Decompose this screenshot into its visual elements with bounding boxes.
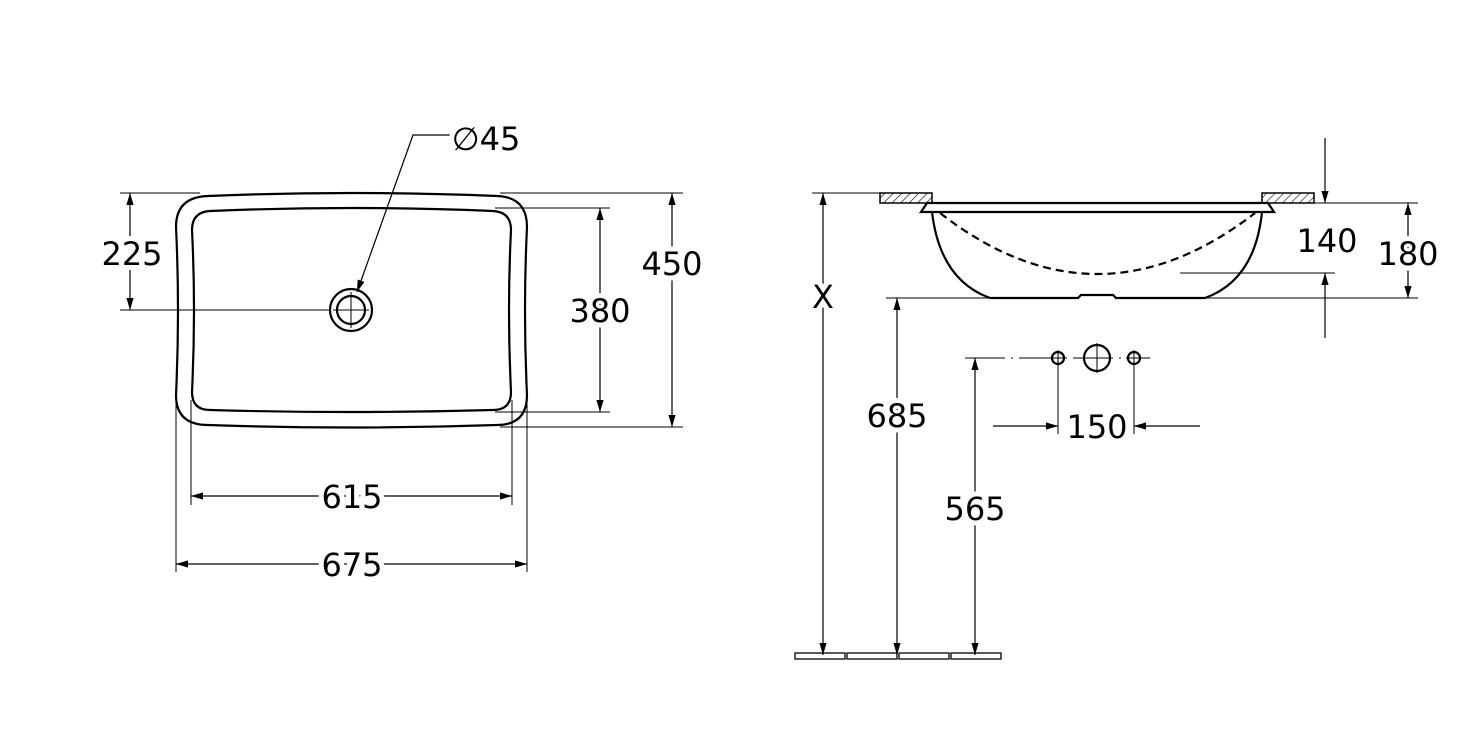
countertop-right [1261,192,1315,204]
side-view: X 685 565 150 140 [794,138,1444,660]
inner-width-dimension: 615 [321,478,382,516]
basin-inner-outline [190,206,513,414]
outer-depth-dimension: 450 [641,245,702,283]
drain-diameter-label: ∅45 [452,120,521,158]
install-height-dimension: X [812,278,834,316]
basin-inner-dashed [939,212,1256,276]
tap-hole-center-icon [1082,343,1112,373]
bottom-height-dimension: 685 [866,397,927,435]
tap-hole-right-icon [1126,350,1142,366]
inner-depth-dimension: 380 [569,292,630,330]
top-view: ∅45 225 450 380 615 675 [96,115,707,589]
drain-offset-dimension: 225 [101,235,162,273]
basin-bowl [930,211,1264,300]
bowl-depth-dimension: 140 [1296,222,1357,260]
basin-rim [918,201,1277,214]
drain-icon [328,287,374,333]
total-depth-dimension: 180 [1377,235,1438,273]
basin-outer-outline [174,191,529,429]
tap-spacing-dimension: 150 [1066,408,1127,446]
tap-hole-left-icon [1050,350,1066,366]
countertop-left [879,192,933,204]
pipe-height-dimension: 565 [944,490,1005,528]
outer-width-dimension: 675 [321,546,382,584]
floor [794,652,1002,660]
